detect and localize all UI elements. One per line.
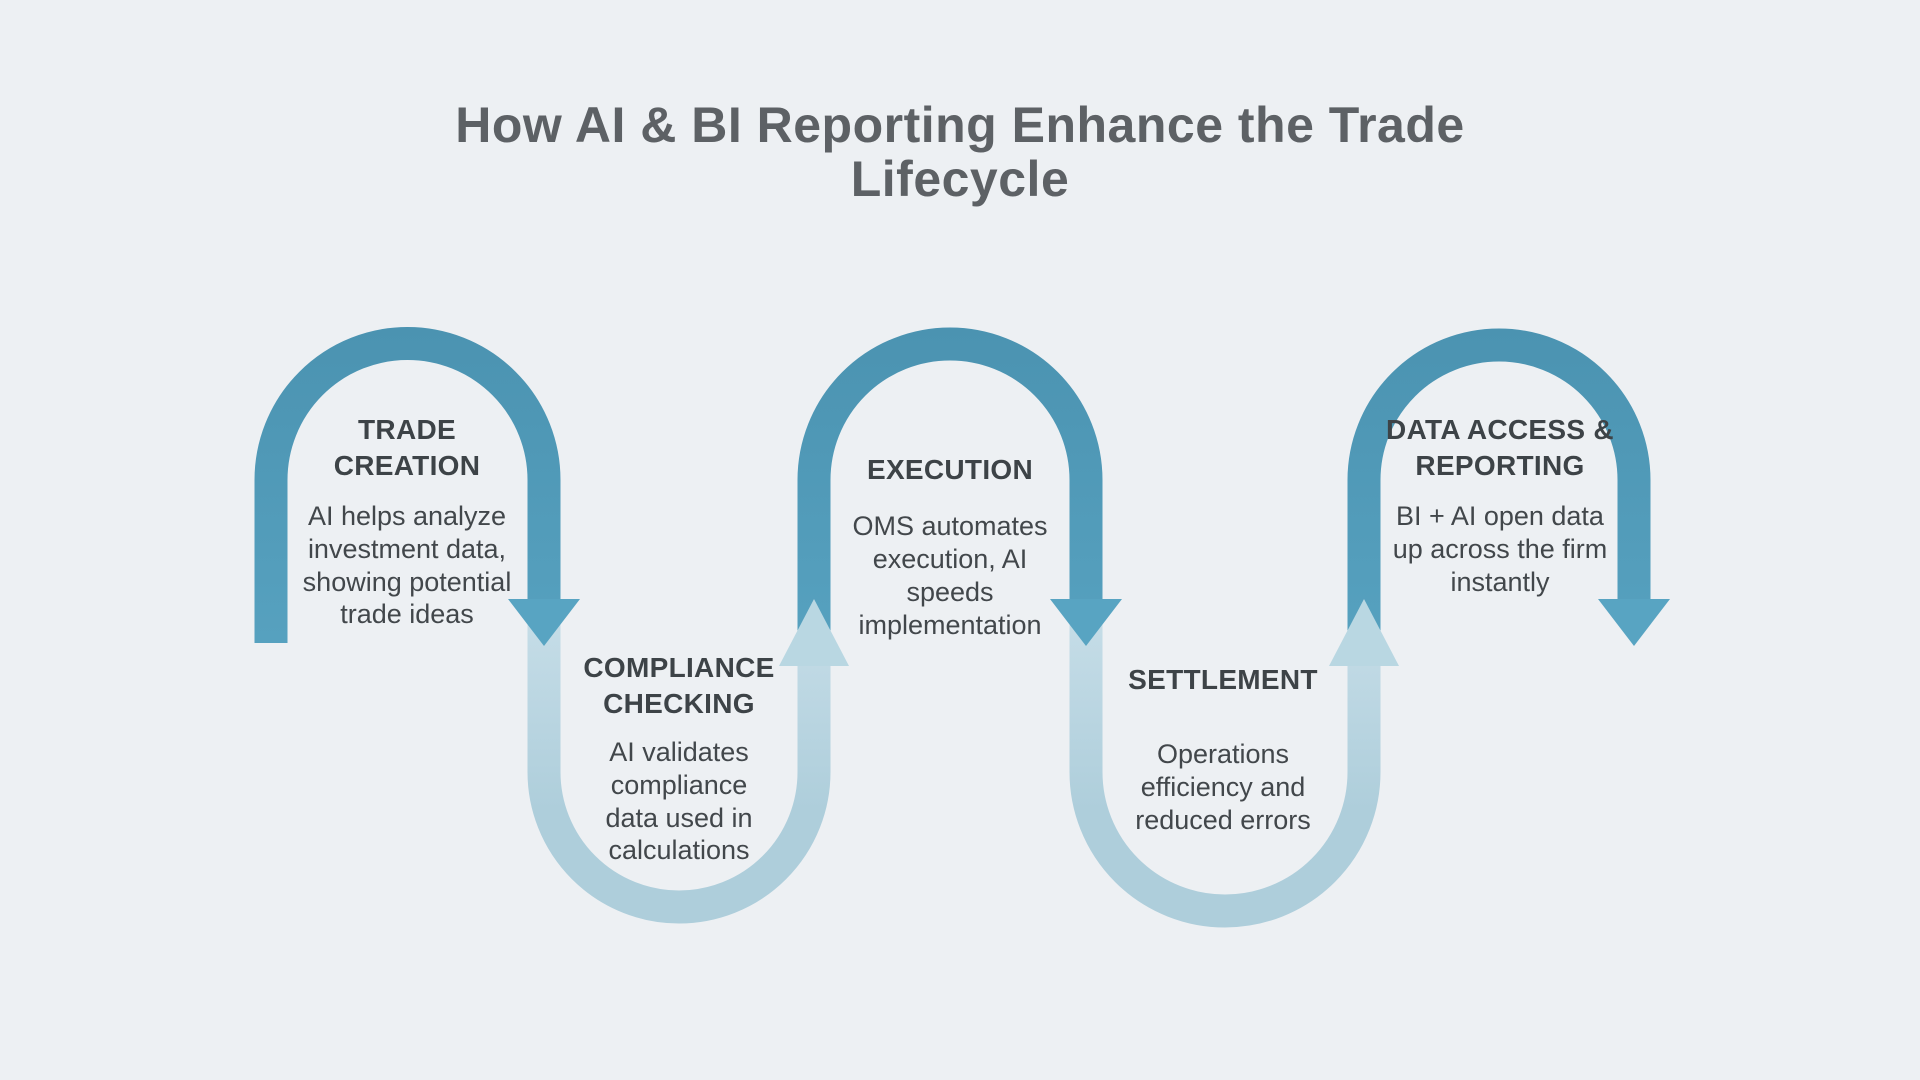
arch-execution — [797, 327, 1103, 643]
stage-execution: EXECUTION OMS automates execution, AI sp… — [845, 452, 1055, 642]
stage-compliance-checking: COMPLIANCE CHECKING AI validates complia… — [571, 650, 787, 867]
arrow-down-trade-to-compliance-icon — [508, 599, 580, 646]
stage-settlement-title: SETTLEMENT — [1128, 664, 1318, 695]
stage-compliance-checking-description: AI validates compliance data used in cal… — [605, 736, 753, 866]
stage-execution-title: EXECUTION — [866, 454, 1034, 485]
stage-trade-creation: TRADE CREATION AI helps analyze investme… — [292, 412, 522, 631]
stage-data-access-reporting-title: DATA ACCESS & REPORTING — [1386, 414, 1614, 481]
stage-data-access-reporting-description: BI + AI open data up across the firm ins… — [1392, 500, 1608, 597]
arrow-down-execution-to-settlement-icon — [1050, 599, 1122, 646]
stage-settlement-description: Operations efficiency and reduced errors — [1135, 738, 1311, 835]
arch-settlement — [1069, 598, 1381, 928]
arch-data-access-reporting — [1347, 328, 1651, 643]
arrow-up-settlement-to-data-access-icon — [1329, 599, 1399, 666]
page-title: How AI & BI Reporting Enhance the Trade … — [0, 98, 1920, 206]
stage-settlement: SETTLEMENT Operations efficiency and red… — [1103, 662, 1343, 837]
arch-compliance-checking — [527, 598, 831, 924]
page-title-text: How AI & BI Reporting Enhance the Trade … — [455, 97, 1465, 207]
stage-compliance-checking-title: COMPLIANCE CHECKING — [583, 652, 775, 719]
stage-execution-description: OMS automates execution, AI speeds imple… — [852, 510, 1048, 640]
stage-trade-creation-title: TRADE CREATION — [333, 414, 481, 481]
arrow-down-final-icon — [1598, 599, 1670, 646]
stage-trade-creation-description: AI helps analyze investment data, showin… — [302, 500, 512, 630]
stage-data-access-reporting: DATA ACCESS & REPORTING BI + AI open dat… — [1384, 412, 1616, 598]
arch-trade-creation — [254, 327, 561, 643]
arrow-up-compliance-to-execution-icon — [779, 599, 849, 666]
